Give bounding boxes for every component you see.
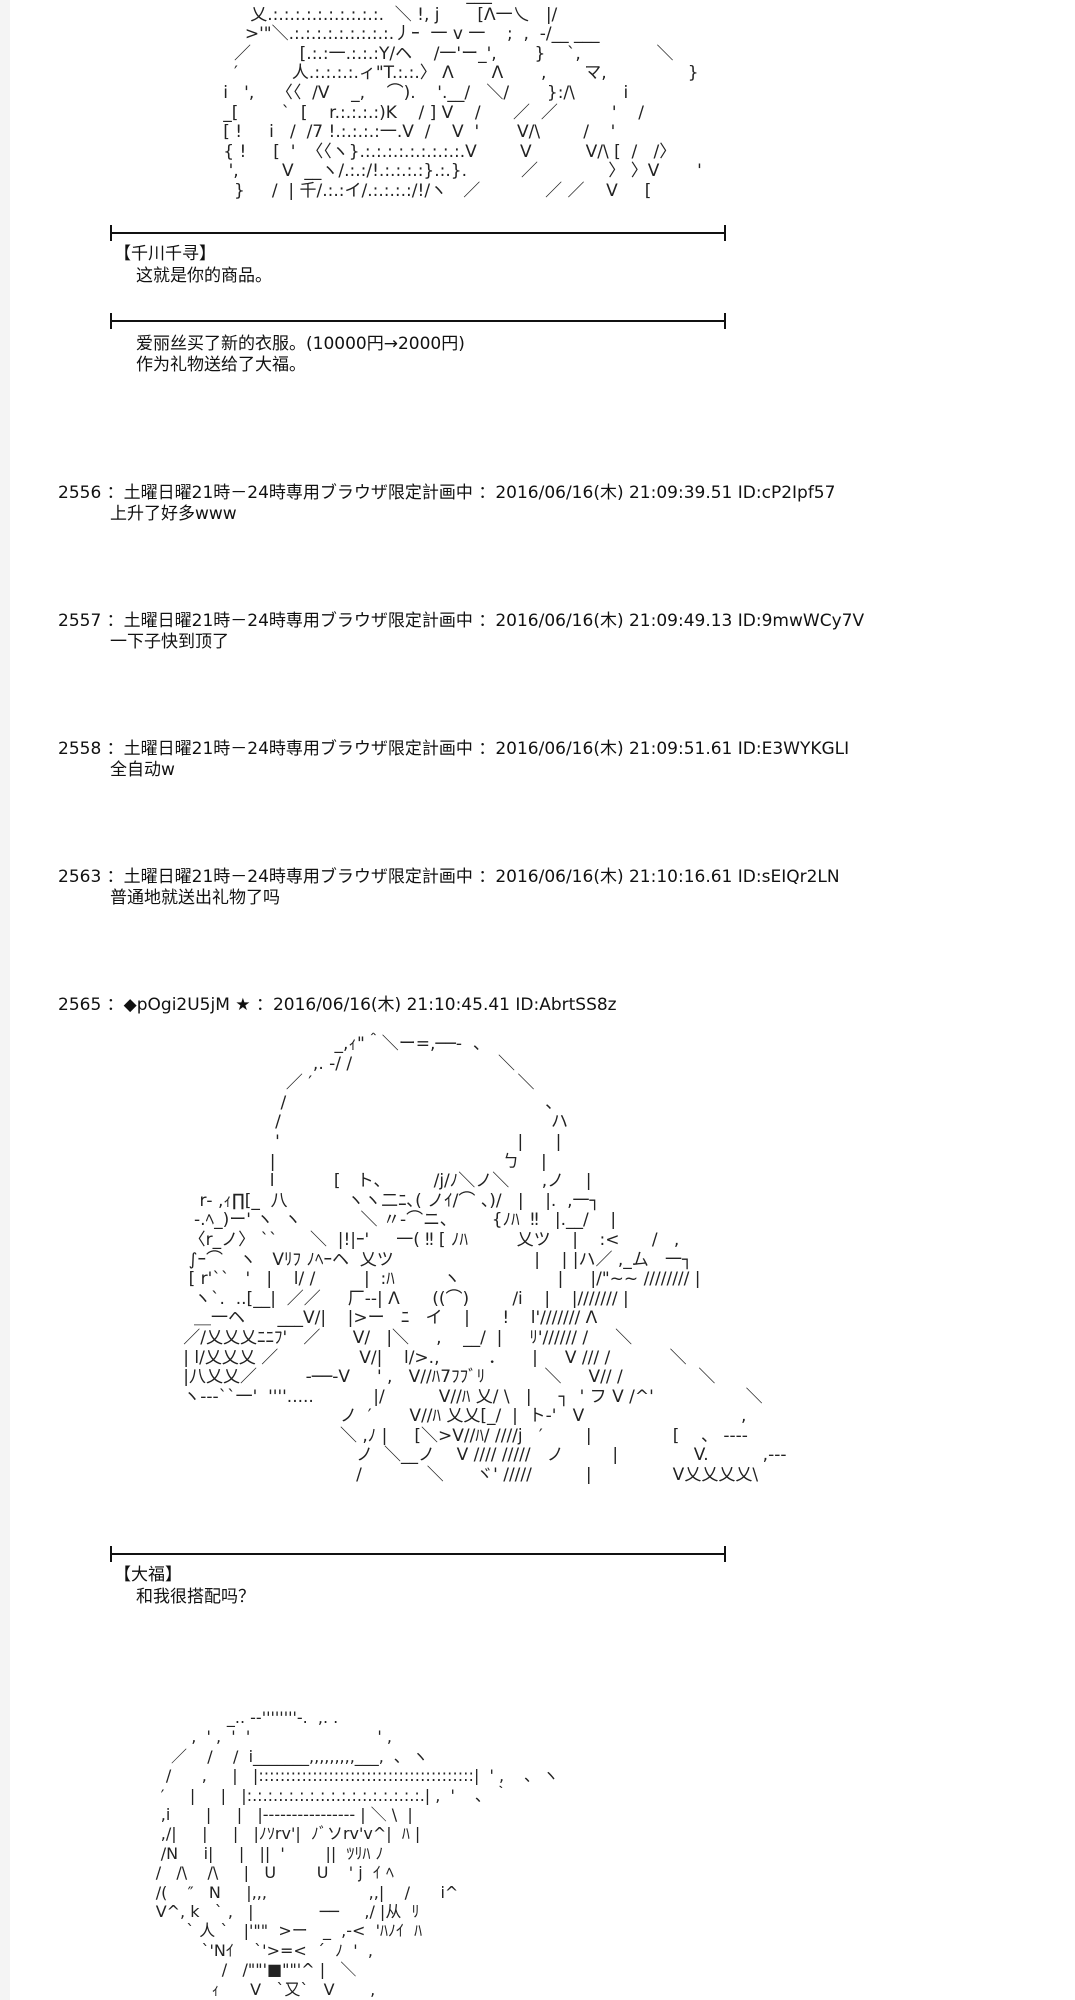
ascii-art-bottom: _.. -‐''''''''-. ,. . , ' , ' ' ' , ／ / … bbox=[155, 1708, 559, 1999]
ascii-art-top: ___ 乂.:.:.:.:.:.:.:.:.:.:. ＼ !, j [Λ一乀 |… bbox=[223, 0, 702, 201]
post-body: 一下子快到顶了 bbox=[110, 632, 229, 652]
post-header: 2563 ：土曜日曜21時－24時専用ブラウザ限定計画中 ：2016/06/16… bbox=[58, 867, 840, 887]
post-body: 上升了好多www bbox=[110, 504, 237, 524]
post-body: 普通地就送出礼物了吗 bbox=[110, 888, 280, 908]
speaker-name: 【大福】 bbox=[114, 1565, 182, 1585]
ascii-art-middle: _,ｨ"＾＼ー=,──‐ 、 ,. -/ / ＼ ／ ′ ＼ / bbox=[183, 1034, 787, 1486]
author-post-header: 2565 ：◆pOgi2U5jM ★ ：2016/06/16(木) 21:10:… bbox=[58, 995, 617, 1015]
narration-line: 作为礼物送给了大福。 bbox=[136, 355, 306, 375]
dialogue-line: 这就是你的商品。 bbox=[136, 266, 272, 286]
divider-line bbox=[110, 1546, 726, 1562]
speaker-name: 【千川千寻】 bbox=[114, 244, 216, 264]
divider-line bbox=[110, 225, 726, 241]
left-margin-strip bbox=[0, 0, 10, 2000]
post-header: 2556 ：土曜日曜21時－24時専用ブラウザ限定計画中 ：2016/06/16… bbox=[58, 483, 836, 503]
divider-line bbox=[110, 313, 726, 329]
narration-line: 爱丽丝买了新的衣服。(10000円→2000円) bbox=[136, 334, 465, 354]
post-body: 全自动w bbox=[110, 760, 175, 780]
post-header: 2558 ：土曜日曜21時－24時専用ブラウザ限定計画中 ：2016/06/16… bbox=[58, 739, 850, 759]
post-header: 2557 ：土曜日曜21時－24時専用ブラウザ限定計画中 ：2016/06/16… bbox=[58, 611, 865, 631]
dialogue-line: 和我很搭配吗？ bbox=[136, 1587, 255, 1607]
